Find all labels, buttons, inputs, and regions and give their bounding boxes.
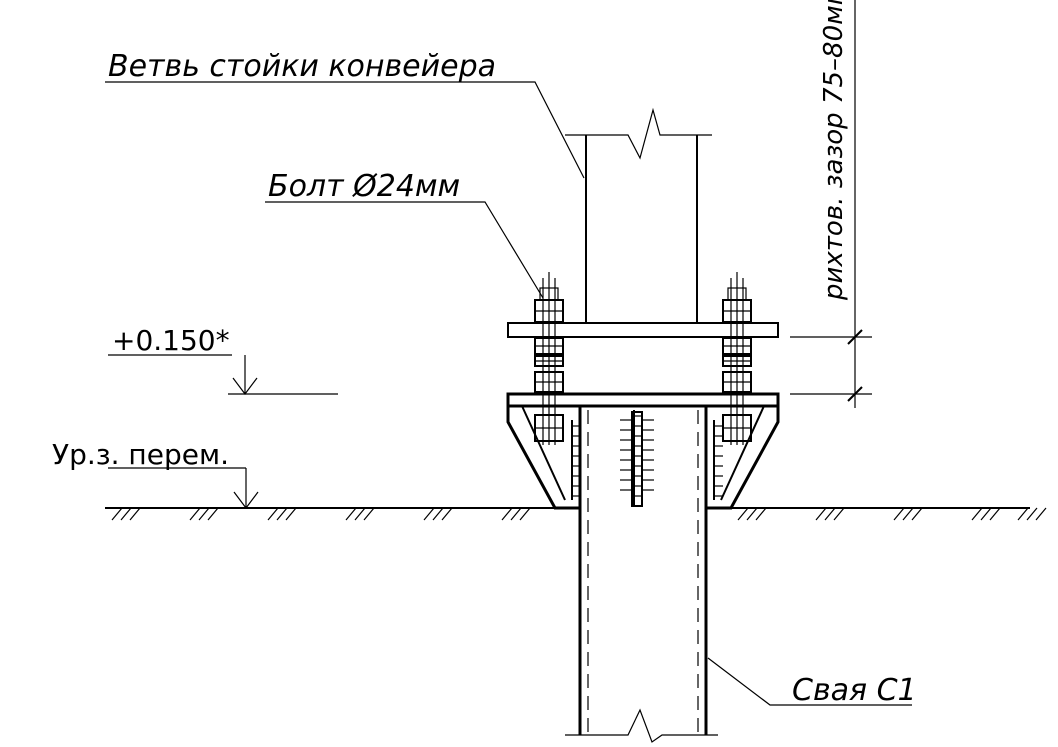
column-base-plate [507, 322, 779, 338]
ground-level-label: Ур.з. перем. [52, 438, 229, 471]
bolt-left [534, 272, 564, 445]
ground-line [105, 507, 1047, 521]
bolt-label: Болт Ø24мм [268, 169, 460, 204]
pile-callout: Свая С1 [707, 657, 917, 708]
conveyor-branch-callout: Ветвь стойки конвейера [105, 49, 585, 179]
elevation-mark: +0.150* [108, 324, 338, 395]
pile-label: Свая С1 [792, 673, 917, 708]
pile-cap-plate [506, 392, 780, 510]
elevation-label: +0.150* [112, 324, 230, 357]
bolt-callout: Болт Ø24мм [265, 169, 544, 299]
conveyor-column [565, 107, 712, 322]
bolt-right [722, 272, 752, 445]
weld-stiffeners [571, 410, 723, 507]
conveyor-branch-label: Ветвь стойки конвейера [108, 49, 496, 84]
gap-dimension: рихтов. зазор 75–80мм [790, 0, 872, 408]
pile-body [565, 406, 718, 743]
gap-label: рихтов. зазор 75–80мм [819, 0, 849, 301]
ground-level-mark: Ур.з. перем. [52, 438, 259, 509]
